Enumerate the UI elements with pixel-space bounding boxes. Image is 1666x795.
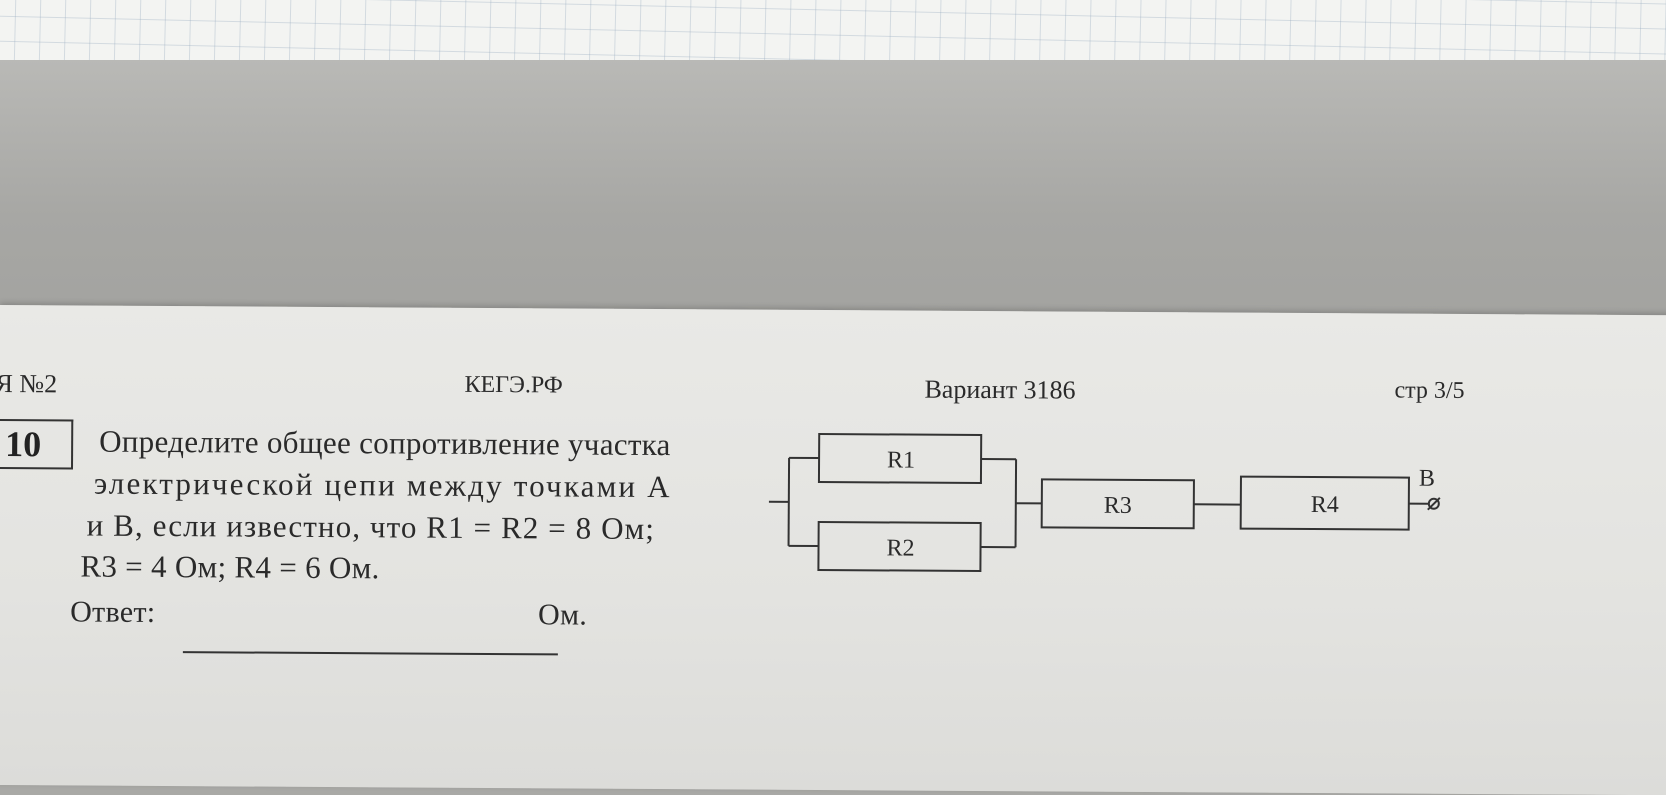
label-point-a: А [768, 470, 769, 496]
header-variant: Вариант 3186 [924, 375, 1075, 406]
label-r4: R4 [1311, 492, 1339, 518]
task-text-line-2: электрической цепи между точками А [94, 466, 672, 506]
task-text-line-3: и В, если известно, что R1 = R2 = 8 Ом; [87, 508, 656, 547]
answer-blank[interactable] [183, 651, 558, 655]
circuit-diagram: R1 R2 R3 R4 А В [768, 420, 1499, 584]
task-number: 10 [5, 423, 41, 465]
label-point-b: В [1419, 466, 1435, 492]
label-r2: R2 [886, 535, 914, 561]
task-text-line-4: R3 = 4 Ом; R4 = 6 Ом. [80, 548, 379, 586]
desk-surface [0, 60, 1666, 320]
wire-left-junction [789, 458, 790, 546]
header-left: Я №2 [0, 369, 57, 399]
label-r3: R3 [1104, 493, 1132, 519]
answer-unit: Ом. [538, 598, 587, 632]
header-site: КЕГЭ.РФ [464, 372, 562, 400]
exam-sheet: Я №2 КЕГЭ.РФ Вариант 3186 стр 3/5 10 Опр… [0, 305, 1666, 795]
answer-label: Ответ: [70, 595, 156, 630]
task-text-line-1: Определите общее сопротивление участка [99, 424, 671, 463]
header-page: стр 3/5 [1394, 378, 1464, 405]
label-r1: R1 [887, 447, 915, 473]
